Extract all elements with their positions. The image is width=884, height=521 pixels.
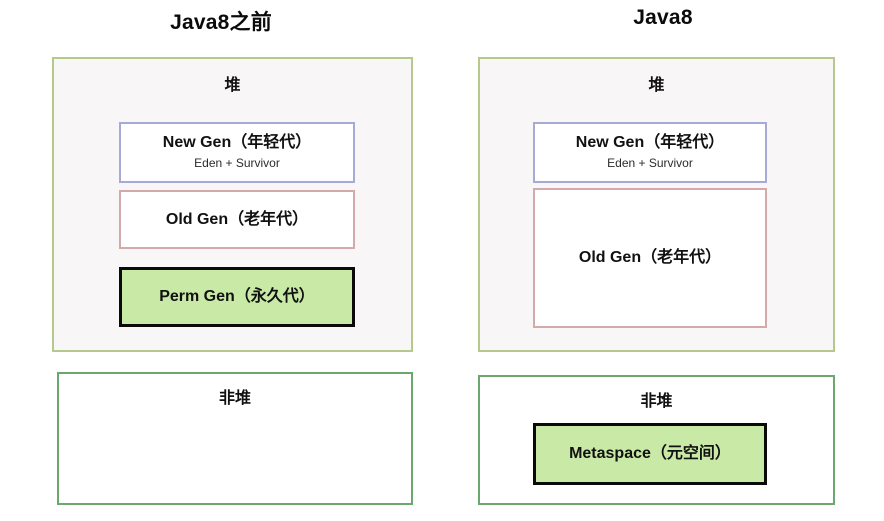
heap-container-before-java8: 堆 New Gen（年轻代） Eden + Survivor Old Gen（老… bbox=[52, 57, 413, 352]
region-old-gen-title: Old Gen（老年代） bbox=[578, 249, 722, 266]
nonheap-container-before-java8: 非堆 bbox=[57, 372, 413, 505]
nonheap-label: 非堆 bbox=[218, 390, 251, 407]
region-new-gen-title: New Gen（年轻代） bbox=[575, 134, 725, 152]
heap-container-java8: 堆 New Gen（年轻代） Eden + Survivor Old Gen（老… bbox=[478, 57, 835, 352]
region-perm-gen: Perm Gen（永久代） bbox=[119, 267, 355, 327]
region-new-gen: New Gen（年轻代） Eden + Survivor bbox=[533, 122, 767, 183]
region-perm-gen-title: Perm Gen（永久代） bbox=[159, 288, 315, 305]
region-old-gen: Old Gen（老年代） bbox=[119, 190, 355, 249]
region-metaspace: Metaspace（元空间） bbox=[533, 423, 767, 485]
panel-java8: Java8 堆 New Gen（年轻代） Eden + Survivor Old… bbox=[442, 0, 884, 521]
region-old-gen-title: Old Gen（老年代） bbox=[165, 210, 309, 228]
heap-label: 堆 bbox=[224, 77, 241, 94]
heap-label: 堆 bbox=[648, 77, 665, 94]
region-new-gen-title: New Gen（年轻代） bbox=[162, 134, 312, 152]
panel-before-java8: Java8之前 堆 New Gen（年轻代） Eden + Survivor O… bbox=[52, 11, 413, 505]
region-metaspace-title: Metaspace（元空间） bbox=[569, 445, 731, 462]
region-new-gen-subtitle: Eden + Survivor bbox=[194, 156, 280, 171]
nonheap-container-java8: 非堆 Metaspace（元空间） bbox=[478, 375, 835, 505]
region-new-gen: New Gen（年轻代） Eden + Survivor bbox=[119, 122, 355, 183]
nonheap-label: 非堆 bbox=[640, 393, 673, 410]
panel-title-before-java8: Java8之前 bbox=[170, 11, 272, 34]
region-old-gen: Old Gen（老年代） bbox=[533, 188, 767, 328]
panel-title-java8: Java8 bbox=[633, 6, 693, 29]
region-new-gen-subtitle: Eden + Survivor bbox=[607, 156, 693, 171]
